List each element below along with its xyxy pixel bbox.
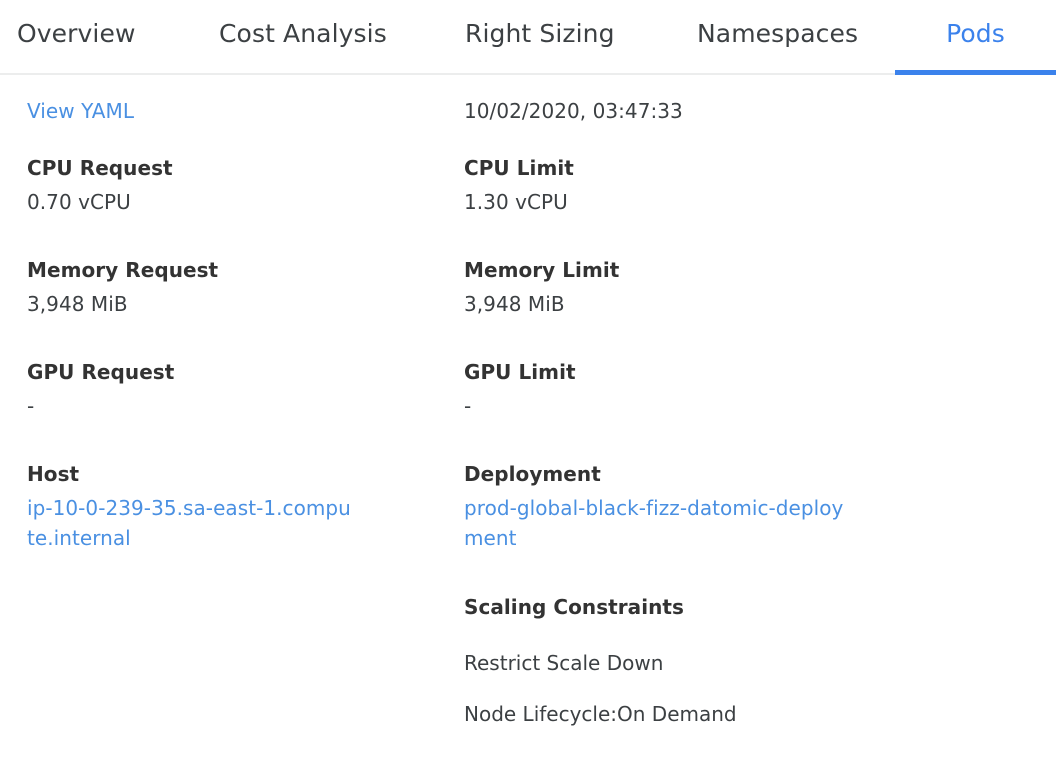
cpu-request-value: 0.70 vCPU — [27, 190, 131, 214]
gpu-request-label: GPU Request — [27, 360, 175, 384]
tab-right-sizing[interactable]: Right Sizing — [465, 19, 615, 48]
cpu-limit-label: CPU Limit — [464, 156, 574, 180]
memory-request-label: Memory Request — [27, 258, 219, 282]
scaling-constraint-item: Node Lifecycle:On Demand — [464, 702, 737, 726]
tab-overview[interactable]: Overview — [17, 19, 136, 48]
memory-request-value: 3,948 MiB — [27, 292, 128, 316]
gpu-limit-value: - — [464, 394, 472, 418]
tab-namespaces[interactable]: Namespaces — [697, 19, 859, 48]
gpu-limit-label: GPU Limit — [464, 360, 576, 384]
pod-timestamp: 10/02/2020, 03:47:33 — [464, 99, 683, 123]
view-yaml-link[interactable]: View YAML — [27, 99, 135, 123]
cpu-limit-value: 1.30 vCPU — [464, 190, 568, 214]
host-label: Host — [27, 462, 80, 486]
cpu-request-label: CPU Request — [27, 156, 173, 180]
deployment-link[interactable]: prod-global-black-fizz-datomic-deploymen… — [464, 496, 844, 550]
memory-limit-value: 3,948 MiB — [464, 292, 565, 316]
tab-cost-analysis[interactable]: Cost Analysis — [219, 19, 387, 48]
memory-limit-label: Memory Limit — [464, 258, 620, 282]
scaling-constraints-label: Scaling Constraints — [464, 595, 684, 619]
tab-list: Overview Cost Analysis Right Sizing Name… — [0, 0, 1056, 75]
tab-pods[interactable]: Pods — [895, 0, 1056, 75]
host-link[interactable]: ip-10-0-239-35.sa-east-1.compute.interna… — [27, 496, 351, 550]
tab-bar: Overview Cost Analysis Right Sizing Name… — [0, 0, 1056, 75]
deployment-label: Deployment — [464, 462, 601, 486]
scaling-constraint-item: Restrict Scale Down — [464, 651, 664, 675]
gpu-request-value: - — [27, 394, 35, 418]
